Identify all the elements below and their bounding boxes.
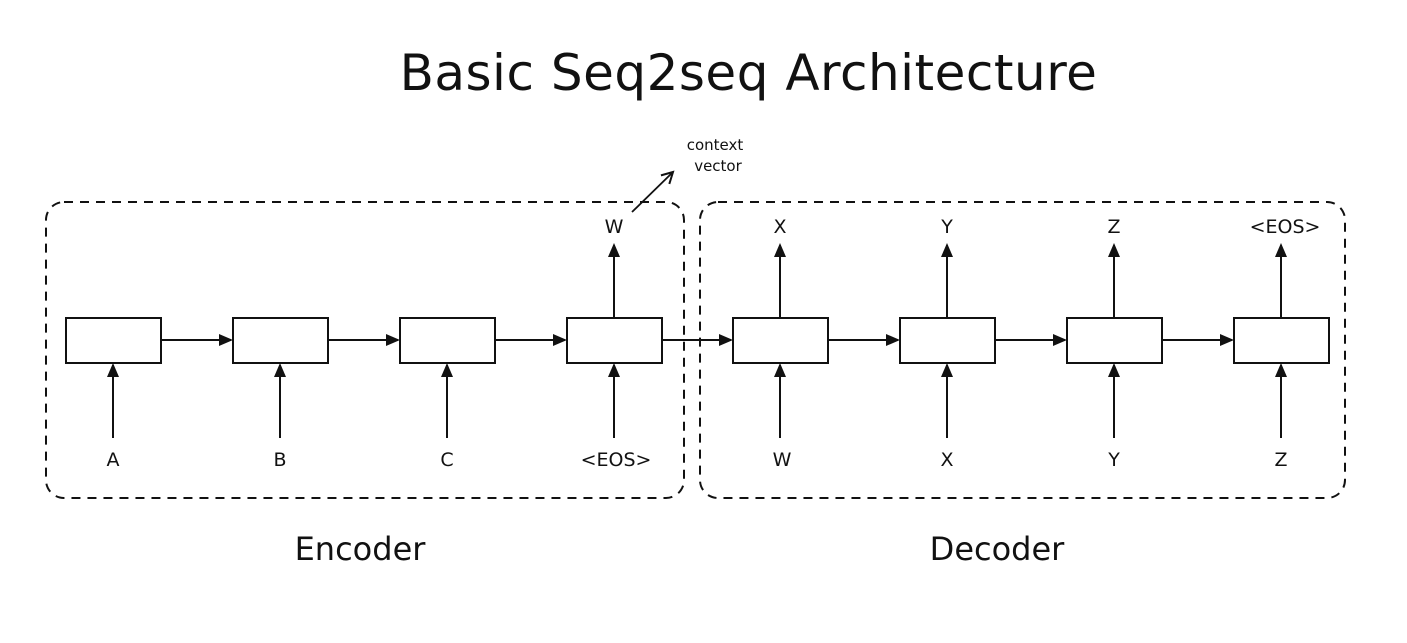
decoder-output-label: X xyxy=(773,216,786,238)
encoder-cell-4 xyxy=(566,317,663,364)
decoder-input-label: W xyxy=(773,449,792,471)
encoder-cell-2 xyxy=(232,317,329,364)
decoder-box xyxy=(699,201,1346,499)
decoder-output-label: Y xyxy=(940,216,953,238)
encoder-cell-3 xyxy=(399,317,496,364)
context-vector-label-line1: context xyxy=(687,136,744,154)
diagram-title: Basic Seq2seq Architecture xyxy=(399,44,1098,102)
encoder-cell-1 xyxy=(65,317,162,364)
decoder-label: Decoder xyxy=(929,530,1065,568)
encoder-output-label: W xyxy=(605,216,624,238)
encoder-input-label: C xyxy=(440,449,453,471)
decoder-output-label: <EOS> xyxy=(1250,216,1321,238)
encoder-input-label: A xyxy=(107,449,120,471)
decoder-input-label: Y xyxy=(1107,449,1120,471)
decoder-cell-2 xyxy=(899,317,996,364)
decoder-input-label: X xyxy=(940,449,953,471)
context-vector-label-line2: vector xyxy=(694,157,742,175)
decoder-output-label: Z xyxy=(1107,216,1120,238)
decoder-cell-1 xyxy=(732,317,829,364)
encoder-label: Encoder xyxy=(294,530,426,568)
decoder-input-label: Z xyxy=(1274,449,1287,471)
encoder-input-label: B xyxy=(273,449,286,471)
context-vector-pointer xyxy=(631,172,673,213)
decoder-cell-3 xyxy=(1066,317,1163,364)
encoder-input-label: <EOS> xyxy=(581,449,652,471)
encoder-box xyxy=(45,201,685,499)
decoder-cell-4 xyxy=(1233,317,1330,364)
